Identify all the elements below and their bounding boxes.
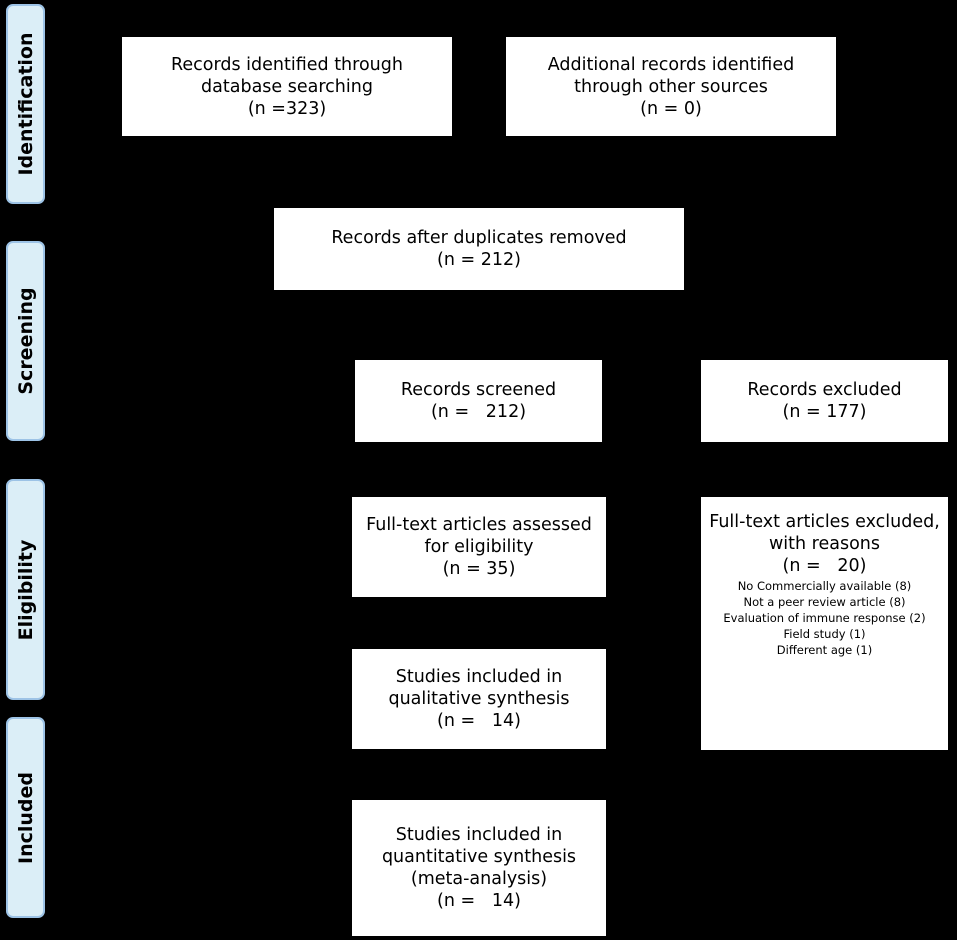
box-text: with reasons [768, 534, 881, 554]
box-text: Studies included in [395, 825, 563, 845]
box-records-identified: Records identified through database sear… [122, 37, 452, 136]
exclusion-reason: No Commercially available (8) [737, 579, 912, 593]
exclusion-reason: Different age (1) [776, 643, 873, 657]
box-text: Records screened [400, 380, 557, 400]
stage-eligibility: Eligibility [6, 479, 45, 700]
box-count: (n =323) [247, 98, 327, 119]
stage-label-screening: Screening [14, 287, 37, 395]
box-records-screened: Records screened (n = 212) [355, 360, 602, 442]
box-text: qualitative synthesis [388, 689, 570, 709]
box-text: Records after duplicates removed [331, 228, 627, 248]
box-text: Full-text articles excluded, [709, 512, 940, 532]
stage-included: Included [6, 717, 45, 918]
stage-identification: Identification [6, 4, 45, 204]
box-count: (n = 14) [437, 891, 521, 911]
box-count: (n = 20) [782, 556, 867, 576]
box-text: through other sources [574, 76, 768, 97]
exclusion-reason: Evaluation of immune response (2) [723, 611, 926, 625]
box-count: (n = 177) [782, 402, 867, 422]
box-text: for eligibility [424, 537, 534, 557]
box-count: (n = 212) [437, 250, 521, 270]
box-count: (n = 212) [430, 402, 527, 422]
box-count: (n = 0) [640, 98, 702, 119]
box-text: database searching [201, 76, 373, 97]
box-records-excluded: Records excluded (n = 177) [701, 360, 948, 442]
exclusion-reason: Not a peer review article (8) [743, 595, 906, 609]
stage-screening: Screening [6, 241, 45, 441]
box-additional-records: Additional records identified through ot… [506, 37, 836, 136]
box-text: Records excluded [747, 380, 902, 400]
box-text: (meta-analysis) [410, 869, 548, 889]
box-duplicates-removed: Records after duplicates removed (n = 21… [274, 208, 684, 290]
stage-label-identification: Identification [14, 32, 37, 176]
exclusion-reason: Field study (1) [783, 627, 866, 641]
stage-label-eligibility: Eligibility [14, 539, 37, 640]
box-text: Studies included in [395, 667, 563, 687]
box-fulltext-excluded: Full-text articles excluded, with reason… [701, 497, 948, 750]
stage-label-included: Included [14, 771, 37, 864]
box-text: quantitative synthesis [381, 847, 577, 867]
box-qualitative-synthesis: Studies included in qualitative synthesi… [352, 649, 606, 749]
box-fulltext-assessed: Full-text articles assessed for eligibil… [352, 497, 606, 597]
box-text: Records identified through [171, 54, 403, 75]
box-text: Full-text articles assessed [366, 515, 592, 535]
exclusion-reasons-list: No Commercially available (8) Not a peer… [723, 578, 925, 658]
box-count: (n = 35) [442, 559, 516, 579]
box-text: Additional records identified [547, 54, 795, 75]
box-quantitative-synthesis: Studies included in quantitative synthes… [352, 800, 606, 936]
box-count: (n = 14) [437, 711, 521, 731]
